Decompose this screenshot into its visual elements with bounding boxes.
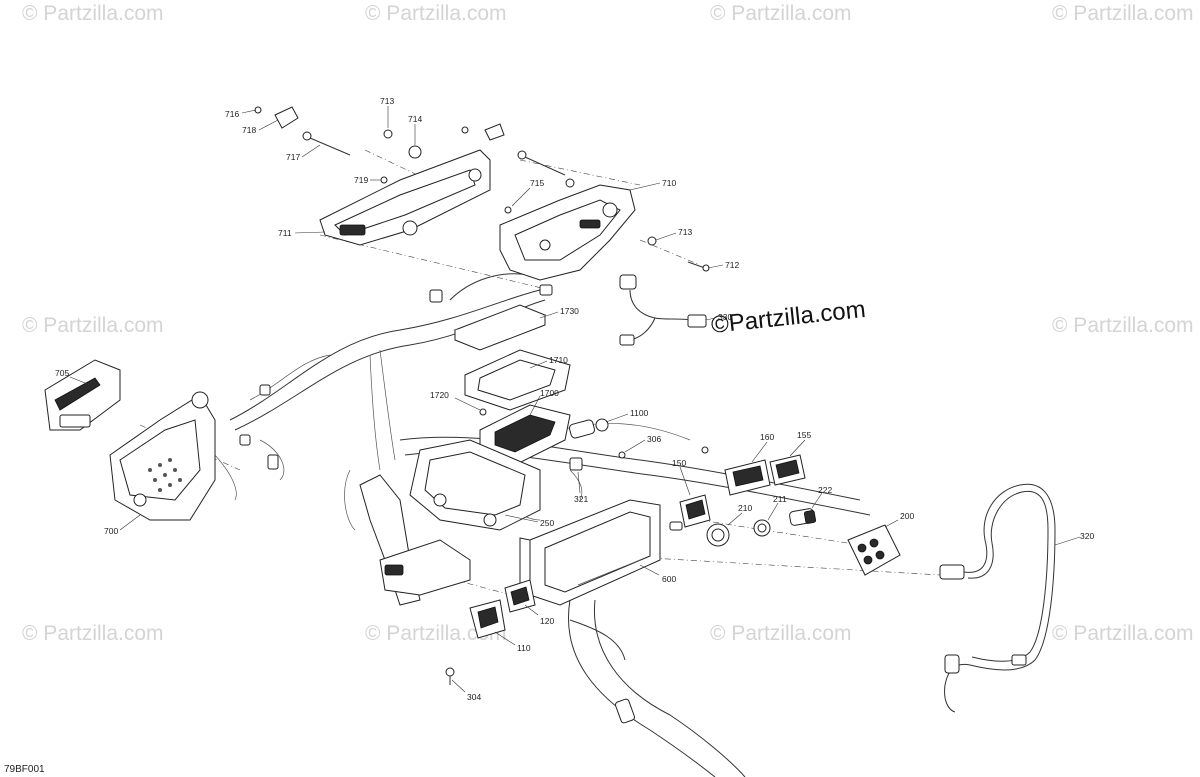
- callout-1100: 1100: [630, 408, 649, 418]
- parts-306-321: [569, 451, 626, 471]
- part-700-housing: [109, 391, 216, 521]
- leader-lines: [69, 106, 1081, 693]
- part-320-harness: [939, 483, 1056, 713]
- watermark: © Partzilla.com: [22, 622, 164, 645]
- callout-306: 306: [647, 434, 661, 444]
- lower-tube: [568, 599, 746, 777]
- watermark: © Partzilla.com: [710, 622, 852, 645]
- callout-1700: 1700: [540, 388, 559, 398]
- watermark: © Partzilla.com: [365, 622, 507, 645]
- callout-222: 222: [818, 485, 832, 495]
- watermark-layer: © Partzilla.com © Partzilla.com © Partzi…: [22, 2, 1194, 645]
- callout-713: 713: [380, 96, 394, 106]
- callout-150: 150: [672, 458, 686, 468]
- callout-200: 200: [900, 511, 914, 521]
- part-330-sensor-harness: [619, 274, 707, 346]
- part-1100-connector: [568, 418, 609, 439]
- callout-714: 714: [408, 114, 422, 124]
- callout-712: 712: [725, 260, 739, 270]
- watermark: © Partzilla.com: [22, 314, 164, 337]
- part-710-right-bracket: [499, 184, 636, 281]
- part-222-plug: [789, 508, 817, 526]
- callout-304: 304: [467, 692, 481, 702]
- watermark: © Partzilla.com: [710, 2, 852, 25]
- callout-1730: 1730: [560, 306, 579, 316]
- fasteners-top: [254, 106, 710, 272]
- callout-718: 718: [242, 125, 256, 135]
- figure-reference-code: 79BF001: [4, 764, 45, 775]
- callout-1720: 1720: [430, 390, 449, 400]
- part-250-bracket-assembly: [409, 439, 541, 531]
- callout-211: 211: [773, 494, 787, 504]
- part-200-switch-block: [847, 524, 901, 576]
- callout-716: 716: [225, 109, 239, 119]
- callout-labels: 705 700 711 716 718 717 713 714 719 715 …: [55, 96, 1094, 702]
- callout-717: 717: [286, 152, 300, 162]
- part-160-switch: [724, 459, 771, 496]
- callout-110: 110: [517, 643, 531, 653]
- callout-320: 320: [1080, 531, 1094, 541]
- callout-715: 715: [530, 178, 544, 188]
- part-600-instrument-cluster: [519, 499, 661, 606]
- part-1710-tray: [464, 349, 571, 411]
- callout-713: 713: [678, 227, 692, 237]
- part-150-switch: [669, 494, 711, 531]
- part-120-switch: [504, 579, 536, 613]
- part-304-screw: [445, 667, 455, 685]
- callout-700: 700: [104, 526, 118, 536]
- part-110-switch: [469, 599, 506, 639]
- partzilla-watermark: ©Partzilla.com: [710, 296, 867, 339]
- part-1730-pad: [453, 304, 547, 351]
- callout-711: 711: [278, 228, 292, 238]
- callout-705: 705: [55, 368, 69, 378]
- part-210-knob: [706, 523, 730, 547]
- watermark: © Partzilla.com: [1052, 622, 1194, 645]
- callout-250: 250: [540, 518, 554, 528]
- callout-1710: 1710: [549, 355, 568, 365]
- callout-120: 120: [540, 616, 554, 626]
- callout-160: 160: [760, 432, 774, 442]
- part-155-switch: [769, 454, 806, 486]
- part-705-bracket: [44, 359, 121, 431]
- callout-600: 600: [662, 574, 676, 584]
- callout-155: 155: [797, 430, 811, 440]
- watermark: © Partzilla.com: [365, 2, 507, 25]
- watermark: © Partzilla.com: [1052, 2, 1194, 25]
- part-711-left-bracket: [319, 149, 491, 246]
- frame-section: [359, 474, 471, 606]
- callout-710: 710: [662, 178, 676, 188]
- callout-719: 719: [354, 175, 368, 185]
- watermark: © Partzilla.com: [22, 2, 164, 25]
- callout-330: 330: [718, 312, 732, 322]
- watermark: © Partzilla.com: [1052, 314, 1194, 337]
- part-211-ring: [753, 519, 771, 537]
- callout-321: 321: [574, 494, 588, 504]
- harness-clips: [239, 284, 553, 470]
- callout-210: 210: [738, 503, 752, 513]
